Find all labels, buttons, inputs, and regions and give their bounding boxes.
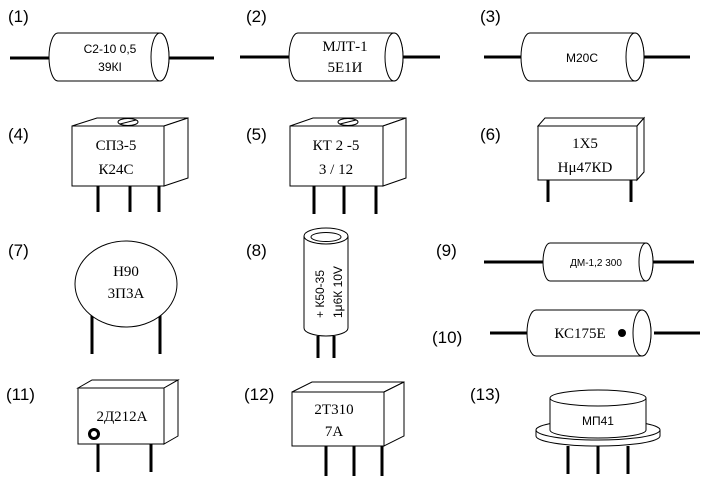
resistor-end-cap: [384, 32, 404, 82]
marking-line-1: СП3-5: [96, 138, 137, 154]
marking-line-1: 1Х5: [572, 136, 598, 152]
marking-line-2: 3 / 12: [319, 162, 353, 178]
marking-line-1: М20С: [566, 51, 598, 65]
disc-body: [74, 240, 178, 328]
resistor-end-cap: [150, 32, 170, 82]
marking-line-2: 3П3А: [108, 286, 145, 302]
resistor-end-cap: [625, 32, 645, 82]
front-face: [289, 125, 384, 187]
polarity-dot-icon: [88, 428, 100, 440]
marking-line-2: К24С: [98, 162, 133, 178]
label-number-3: (3): [480, 7, 501, 26]
marking-line-2: 39КI: [98, 60, 122, 74]
front-face: [291, 391, 385, 447]
component-9: (9) ДМ-1,2 300: [436, 241, 694, 282]
screw-slot: [119, 119, 137, 125]
inductor-end-cap: [638, 242, 654, 282]
marking-line-1: ДМ-1,2 300: [570, 258, 622, 269]
label-number-12: (12): [244, 385, 274, 404]
component-1: (1) С2-10 0,5 39КI: [8, 7, 214, 82]
marking-line-1: С2-10 0,5: [84, 42, 137, 56]
side-face: [163, 379, 179, 445]
label-number-1: (1): [8, 7, 29, 26]
label-number-5: (5): [246, 125, 267, 144]
can-body: [549, 398, 647, 439]
marking-line-2: 1μ6К 10V: [331, 266, 345, 318]
component-11: (11) 2Д212А: [6, 379, 180, 472]
marking-line-1: КС175Е: [554, 326, 605, 342]
label-number-7: (7): [8, 241, 29, 260]
front-face: [71, 125, 165, 187]
marking-line-1: + К50-35: [313, 270, 327, 318]
side-face: [163, 117, 189, 187]
component-2: (2) МЛТ-1 5Е1И: [240, 7, 440, 82]
label-number-2: (2): [246, 7, 267, 26]
component-4: (4) СП3-5 К24С: [8, 117, 189, 212]
side-face: [382, 117, 407, 187]
diode-end-cap: [632, 309, 652, 357]
label-number-9: (9): [436, 241, 457, 260]
marking-line-1: 2Д212А: [96, 409, 147, 425]
marking-line-2: 5Е1И: [328, 60, 363, 76]
marking-line-1: КТ 2 -5: [313, 138, 360, 154]
can-top-rim: [310, 232, 342, 242]
component-6: (6) 1Х5 Нμ47КD: [480, 116, 646, 202]
marking-line-1: МП41: [582, 414, 614, 428]
component-13: (13) МП41: [470, 385, 661, 474]
component-8: (8) + К50-35 1μ6К 10V: [246, 227, 349, 358]
side-face: [383, 381, 405, 447]
component-7: (7) Н90 3П3А: [8, 240, 178, 354]
label-number-10: (10): [432, 328, 462, 347]
label-number-11: (11): [6, 385, 35, 404]
label-number-8: (8): [246, 241, 267, 260]
marking-line-1: 2Т310: [314, 402, 353, 418]
component-12: (12) 2Т310 7А: [244, 381, 405, 476]
top-face: [536, 117, 646, 127]
side-face: [636, 116, 645, 182]
component-5: (5) КТ 2 -5 3 / 12: [246, 117, 407, 214]
can-top: [549, 389, 647, 407]
marking-line-1: Н90: [113, 264, 139, 280]
screw-slot: [339, 119, 357, 125]
component-3: (3) М20С: [480, 7, 690, 82]
marking-line-2: Нμ47КD: [558, 160, 613, 176]
label-number-4: (4): [8, 125, 29, 144]
cathode-dot-icon: [618, 329, 626, 337]
label-number-6: (6): [480, 125, 501, 144]
marking-line-2: 7А: [325, 424, 344, 440]
top-face: [76, 379, 180, 389]
front-face: [537, 125, 638, 181]
component-10: (10) КС175Е: [432, 309, 700, 357]
label-number-13: (13): [470, 385, 500, 404]
can-body: [303, 236, 349, 337]
marking-line-1: МЛТ-1: [322, 39, 367, 55]
